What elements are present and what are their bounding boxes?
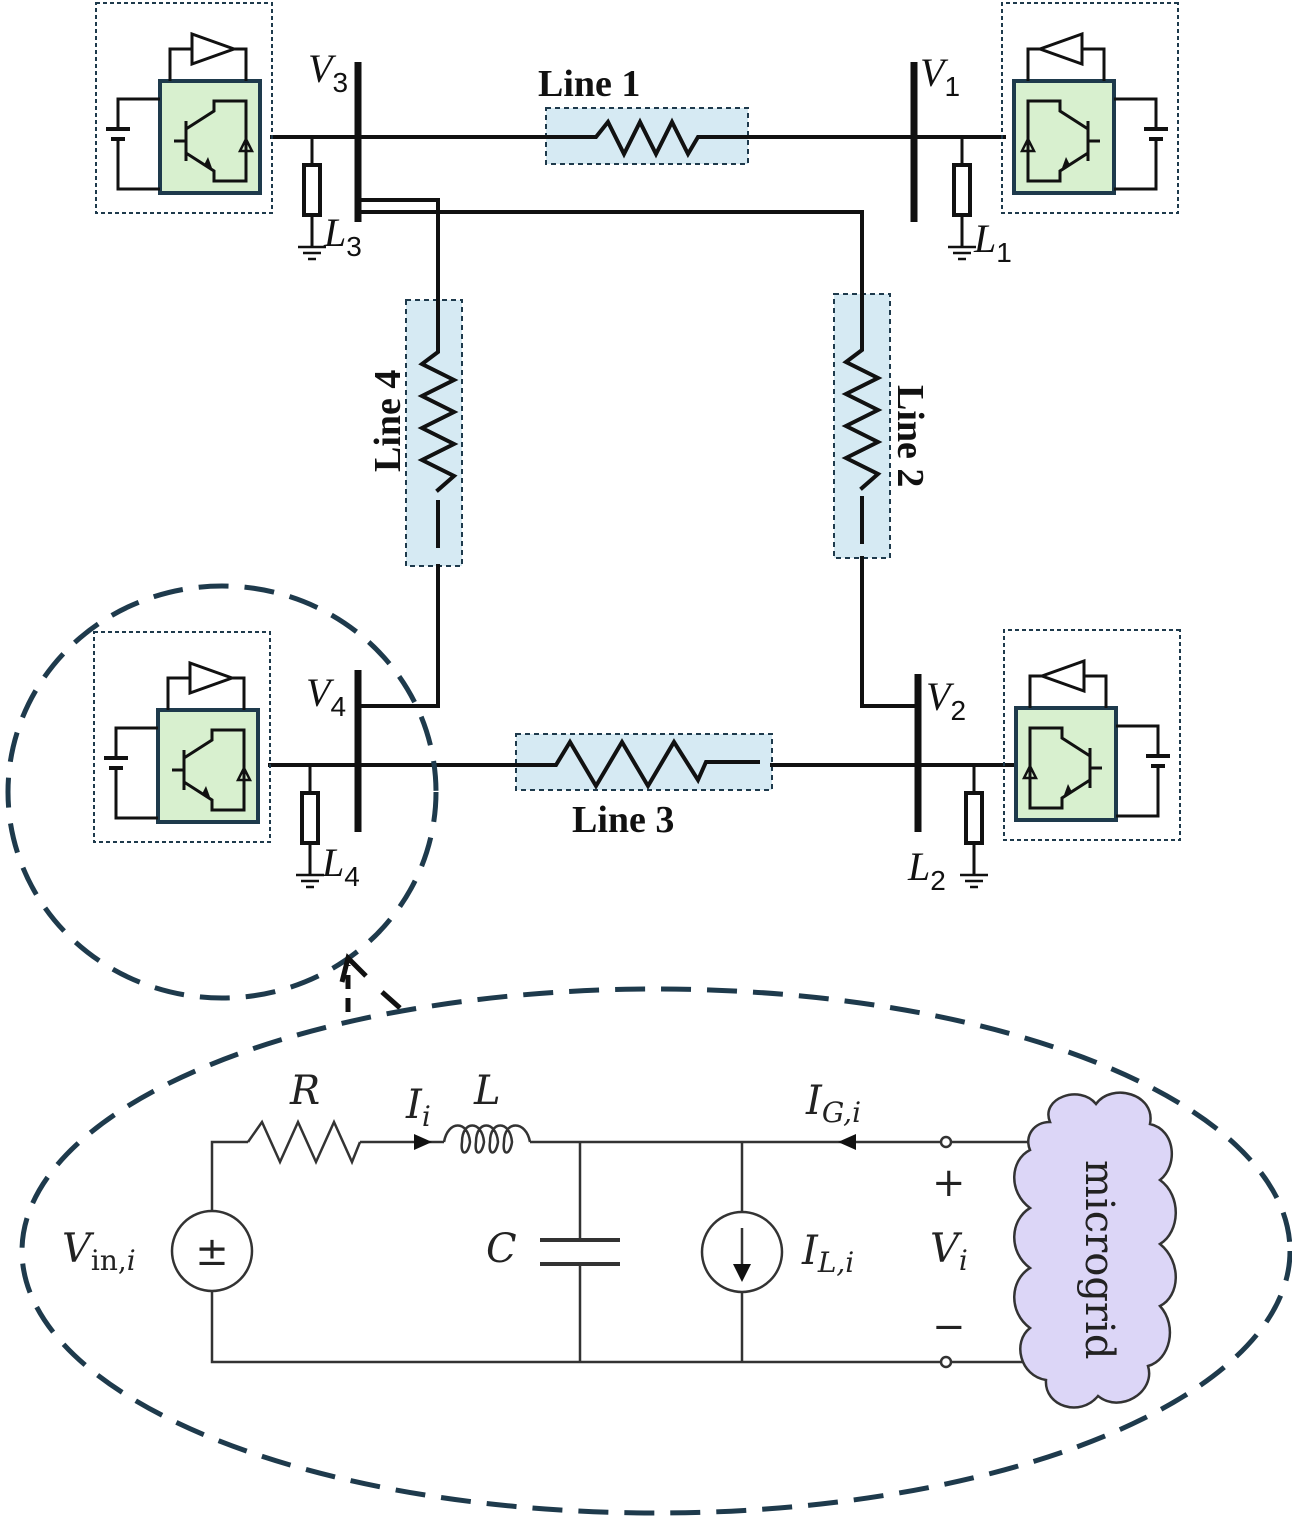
current-arrow-ig (838, 1134, 856, 1150)
svg-text:±: ± (195, 1229, 229, 1275)
inductor-l (442, 1124, 532, 1154)
load-3-label: L3 (323, 210, 362, 262)
voltage-source (170, 1209, 254, 1293)
load-2-label: L2 (907, 844, 946, 896)
load-1-label: L1 (973, 216, 1012, 268)
detail-circuit: ± microgrid R L C Ii IG,i IL,i Vin,i Vi … (62, 1068, 1177, 1409)
load-2 (958, 763, 990, 889)
line-4-label: Line 4 (367, 370, 409, 472)
label-ig: IG,i (805, 1078, 861, 1129)
zoom-ellipse (5, 583, 439, 1001)
line-3-resistor (514, 738, 760, 790)
label-vi: Vi (930, 1226, 968, 1277)
label-r: R (289, 1068, 320, 1114)
load-3 (296, 135, 328, 261)
load-4 (294, 763, 326, 889)
converter-3 (94, 1, 274, 215)
label-il: IL,i (801, 1228, 854, 1279)
current-arrow-i (414, 1134, 432, 1150)
converter-4 (92, 630, 272, 844)
label-minus: − (932, 1304, 966, 1350)
detail-ellipse (19, 986, 1292, 1516)
bus-1-label: V1 (920, 50, 960, 102)
bus-2-label: V2 (926, 674, 966, 726)
label-vin: Vin,i (62, 1226, 136, 1277)
line-2-label: Line 2 (889, 385, 931, 487)
bus-3-label: V3 (308, 46, 348, 98)
line-1-label: Line 1 (538, 63, 640, 105)
line-4-resistor (417, 298, 459, 493)
line-1-resistor (544, 117, 750, 159)
load-1 (946, 135, 978, 261)
bus-4-label: V4 (306, 670, 346, 722)
label-plus: + (932, 1160, 966, 1206)
converter-2 (1002, 628, 1182, 842)
load-4-label: L4 (321, 840, 360, 892)
resistor-r (246, 1118, 362, 1166)
microgrid-label: microgrid (1076, 1160, 1122, 1359)
line-2-resistor (841, 292, 883, 491)
converter-1 (1000, 1, 1180, 215)
microgrid-cloud (1013, 1091, 1177, 1409)
label-c: C (486, 1226, 517, 1272)
label-ii: Ii (405, 1082, 431, 1133)
label-l: L (473, 1068, 501, 1114)
line-3-label: Line 3 (572, 799, 674, 841)
